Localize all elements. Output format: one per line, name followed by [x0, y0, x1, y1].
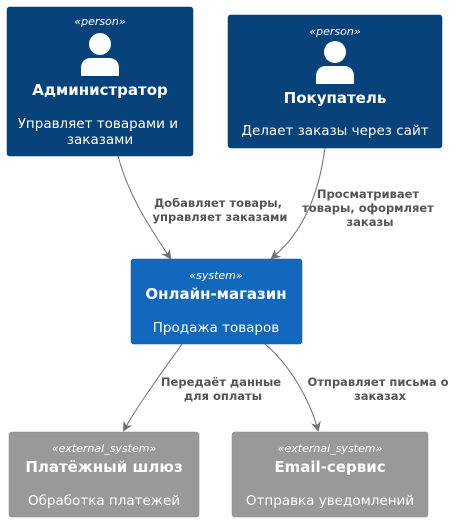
node-buyer: «person» Покупатель Делает заказы через … [227, 14, 443, 149]
edge-admin-shop-line [117, 155, 172, 260]
edge-shop-email: Отправляет письма о заказах [264, 343, 452, 432]
node-shop-description: Продажа товаров [153, 320, 279, 336]
node-email-title: Email-сервис [274, 458, 385, 476]
edge-buyer-shop: Просматривает товары, оформляет заказы [270, 147, 438, 260]
node-shop: «system» Онлайн-магазин Продажа товаров [130, 258, 303, 345]
node-shop-box [130, 258, 303, 345]
edge-buyer-shop-label: Просматривает товары, оформляет заказы [302, 187, 438, 229]
edge-buyer-shop-line [270, 147, 326, 260]
node-shop-title: Онлайн-магазин [145, 285, 286, 303]
node-email-stereotype: «external_system» [278, 442, 383, 455]
edge-shop-email-line [264, 343, 321, 432]
node-payment-title: Платёжный шлюз [25, 458, 182, 476]
node-email: «external_system» Email-сервис Отправка … [231, 431, 429, 518]
person-icon [316, 41, 354, 84]
node-buyer-description: Делает заказы через сайт [241, 123, 428, 139]
node-payment: «external_system» Платёжный шлюз Обработ… [8, 431, 200, 518]
node-admin: «person» Администратор Управляет товарам… [6, 6, 194, 157]
edge-shop-payment-label: Передаёт данные для оплаты [161, 375, 285, 403]
node-email-box [231, 431, 429, 518]
edge-shop-payment: Передаёт данные для оплаты [123, 343, 285, 432]
edge-admin-shop: Добавляет товары, управляет заказами [117, 155, 288, 260]
node-admin-title: Администратор [32, 81, 168, 99]
edge-shop-payment-line [123, 343, 183, 432]
node-email-description: Отправка уведомлений [246, 493, 414, 509]
node-buyer-stereotype: «person» [309, 25, 360, 38]
edge-shop-email-label: Отправляет письма о заказах [307, 375, 452, 403]
node-admin-box [6, 6, 194, 157]
node-shop-stereotype: «system» [189, 269, 243, 282]
node-admin-stereotype: «person» [74, 15, 125, 28]
person-icon [81, 33, 119, 76]
node-buyer-title: Покупатель [284, 89, 387, 107]
node-payment-description: Обработка платежей [28, 493, 180, 509]
node-payment-box [8, 431, 200, 518]
node-payment-stereotype: «external_system» [52, 442, 157, 455]
node-admin-description: Управляет товарами и заказами [18, 116, 183, 148]
edge-admin-shop-label: Добавляет товары, управляет заказами [153, 196, 288, 224]
